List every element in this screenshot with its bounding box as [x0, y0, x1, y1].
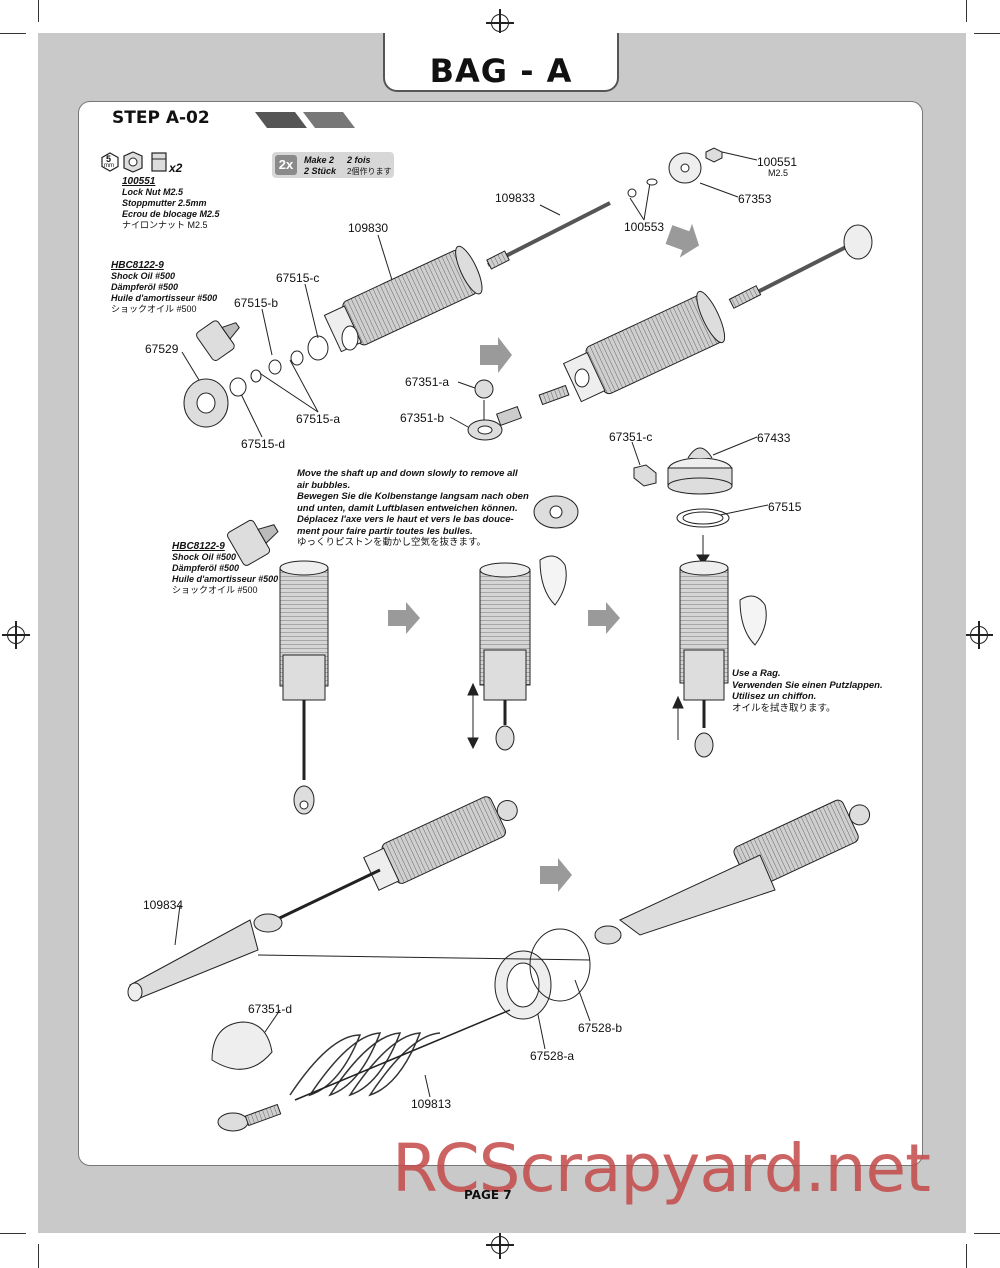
make-two-fr: 2 fois — [347, 155, 371, 165]
tip-line: air bubbles. — [297, 479, 351, 491]
label-67351b: 67351-b — [400, 411, 445, 425]
label-67528b: 67528-b — [578, 1021, 623, 1035]
tip-line: Utilisez un chiffon. — [732, 691, 817, 702]
label-67515: 67515 — [768, 500, 802, 514]
make-two-en: Make 2 — [304, 155, 335, 165]
label-109830: 109830 — [348, 221, 389, 235]
label-109813: 109813 — [411, 1097, 452, 1111]
oil-callout-1: HBC8122-9 Shock Oil #500 Dämpferöl #500 … — [111, 260, 217, 315]
tip-line: Déplacez l'axe vers le haut et vers le b… — [297, 514, 514, 525]
step-title: STEP A-02 — [112, 108, 210, 128]
page-num: 7 — [503, 1188, 512, 1202]
part-number: 100551 — [122, 176, 156, 187]
tool-size: 5 — [106, 154, 112, 164]
air-bubble-tip: Move the shaft up and down slowly to rem… — [297, 468, 529, 549]
bag-tab: BAG - A — [383, 33, 619, 92]
make-two-callout: 2x Make 2 2 Stück 2 fois 2個作ります — [272, 152, 394, 178]
oil-de: Dämpferöl #500 — [172, 563, 240, 573]
label-67515c: 67515-c — [276, 271, 320, 285]
label-67351d: 67351-d — [248, 1002, 293, 1016]
oil-jp: ショックオイル #500 — [111, 304, 197, 314]
label-100551: 100551 — [757, 155, 798, 169]
tip-line: und unten, damit Luftblasen entweichen k… — [297, 502, 518, 514]
tip-line: Bewegen Sie die Kolbenstange langsam nac… — [297, 491, 529, 502]
desc-fr: Ecrou de blocage M2.5 — [122, 209, 220, 219]
lock-nut-icon — [123, 151, 167, 173]
step-bar-decoration — [255, 112, 355, 128]
label-67529: 67529 — [145, 342, 179, 356]
registration-mark — [486, 9, 514, 37]
crop-mark — [38, 1244, 39, 1268]
page-label: PAGE — [464, 1188, 500, 1202]
quantity: x2 — [169, 161, 183, 175]
registration-mark — [486, 1231, 514, 1259]
oil-part-number: HBC8122-9 — [111, 260, 164, 271]
page-number: PAGE 7 — [464, 1188, 512, 1202]
rag-tip: Use a Rag. Verwenden Sie einen Putzlappe… — [732, 668, 883, 714]
desc-en: Lock Nut M2.5 — [122, 187, 184, 197]
tip-line: ment pour faire partir toutes les bulles… — [297, 525, 473, 537]
oil-part-number: HBC8122-9 — [172, 541, 225, 552]
label-100553: 100553 — [624, 220, 665, 234]
tool-unit: mm — [104, 163, 114, 169]
crop-mark — [0, 1233, 26, 1234]
desc-jp: ナイロンナット M2.5 — [122, 220, 208, 230]
label-67515a: 67515-a — [296, 412, 341, 426]
crop-mark — [974, 33, 1000, 34]
tip-jp: ゆっくりピストンを動かし空気を抜きます。 — [297, 537, 487, 548]
label-67353: 67353 — [738, 192, 772, 206]
make-two-jp: 2個作ります — [347, 167, 392, 176]
registration-mark — [965, 621, 993, 649]
tip-line: Move the shaft up and down slowly to rem… — [297, 468, 518, 479]
watermark: RCScrapyard.net — [392, 1130, 931, 1207]
oil-fr: Huile d'amortisseur #500 — [172, 574, 279, 584]
hex-wrench-icon — [101, 152, 119, 172]
registration-mark — [2, 621, 30, 649]
label-67351a: 67351-a — [405, 375, 450, 389]
oil-en: Shock Oil #500 — [172, 552, 237, 562]
oil-jp: ショックオイル #500 — [172, 585, 258, 595]
label-67515d: 67515-d — [241, 437, 286, 451]
label-67515b: 67515-b — [234, 296, 279, 310]
label-67351c: 67351-c — [609, 430, 653, 444]
oil-en: Shock Oil #500 — [111, 271, 176, 281]
label-109834: 109834 — [143, 898, 184, 912]
oil-fr: Huile d'amortisseur #500 — [111, 293, 218, 303]
desc-de: Stoppmutter 2.5mm — [122, 198, 207, 208]
crop-mark — [0, 33, 26, 34]
label-109833: 109833 — [495, 191, 536, 205]
parts-callout-text: 100551 Lock Nut M2.5 Stoppmutter 2.5mm E… — [122, 176, 220, 231]
label-67528a: 67528-a — [530, 1049, 575, 1063]
crop-mark — [966, 0, 967, 22]
make-two-de: 2 Stück — [304, 166, 337, 176]
tip-line: Verwenden Sie einen Putzlappen. — [732, 679, 883, 691]
make-two-badge: 2x — [275, 155, 297, 175]
label-100551-size: M2.5 — [768, 168, 789, 178]
oil-de: Dämpferöl #500 — [111, 282, 179, 292]
crop-mark — [974, 1233, 1000, 1234]
tip-jp: オイルを拭き取ります。 — [732, 702, 836, 714]
crop-mark — [38, 0, 39, 22]
oil-callout-2: HBC8122-9 Shock Oil #500 Dämpferöl #500 … — [172, 541, 278, 596]
bag-title: BAG - A — [429, 52, 573, 90]
tip-line: Use a Rag. — [732, 668, 781, 679]
crop-mark — [966, 1244, 967, 1268]
label-67433: 67433 — [757, 431, 791, 445]
